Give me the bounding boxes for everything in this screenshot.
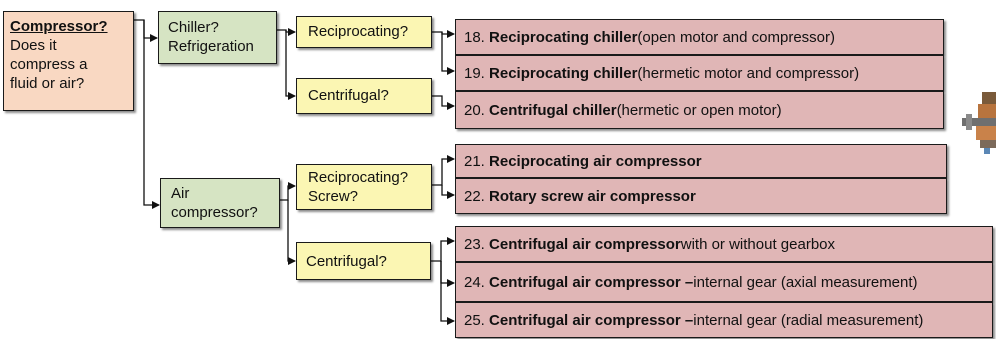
- air-centrifugal-question: Centrifugal?: [296, 242, 431, 280]
- chiller-label: Chiller? Refrigeration: [168, 19, 254, 55]
- chiller-reciprocating-question: Reciprocating?: [296, 16, 432, 48]
- air-compressor-label: Air compressor?: [171, 185, 258, 221]
- root-title: Compressor?: [10, 18, 108, 35]
- connector-chiller-centri: [285, 30, 296, 100]
- connector-centri-25: [440, 261, 455, 325]
- connector-recipscrew-22: [441, 185, 455, 199]
- chiller-centrifugal-question: Centrifugal?: [296, 78, 432, 114]
- result-25: 25. Centrifugal air compressor – interna…: [455, 302, 993, 338]
- connector-air-recipscrew: [280, 182, 296, 201]
- connector-centri-20: [432, 95, 455, 110]
- connector-recip-18: [432, 30, 455, 38]
- air-compressor-box: Air compressor?: [160, 178, 280, 228]
- air-reciprocating-screw-question: Reciprocating? Screw?: [296, 164, 432, 210]
- root-compressor-box: Compressor? Does it compress a fluid or …: [3, 11, 134, 111]
- result-23: 23. Centrifugal air compressor with or w…: [455, 226, 993, 262]
- connector-root-chiller: [134, 19, 158, 42]
- result-19: 19. Reciprocating chiller (hermetic moto…: [455, 55, 944, 91]
- chiller-refrigeration-box: Chiller? Refrigeration: [158, 11, 277, 64]
- connector-centri-24: [440, 261, 455, 287]
- result-24: 24. Centrifugal air compressor – interna…: [455, 262, 993, 302]
- compressor-machine-icon: [962, 92, 996, 154]
- root-question: Does it compress a fluid or air?: [10, 37, 88, 92]
- connector-recipscrew-21: [432, 155, 455, 186]
- result-18: 18. Reciprocating chiller (open motor an…: [455, 19, 944, 55]
- connector-air-centri: [287, 200, 296, 265]
- connector-root-air: [143, 20, 160, 209]
- result-22: 22. Rotary screw air compressor: [455, 178, 947, 214]
- connector-recip-19: [441, 32, 455, 75]
- result-20: 20. Centrifugal chiller (hermetic or ope…: [455, 91, 944, 129]
- result-21: 21. Reciprocating air compressor: [455, 144, 947, 178]
- connector-centri-23: [431, 237, 455, 262]
